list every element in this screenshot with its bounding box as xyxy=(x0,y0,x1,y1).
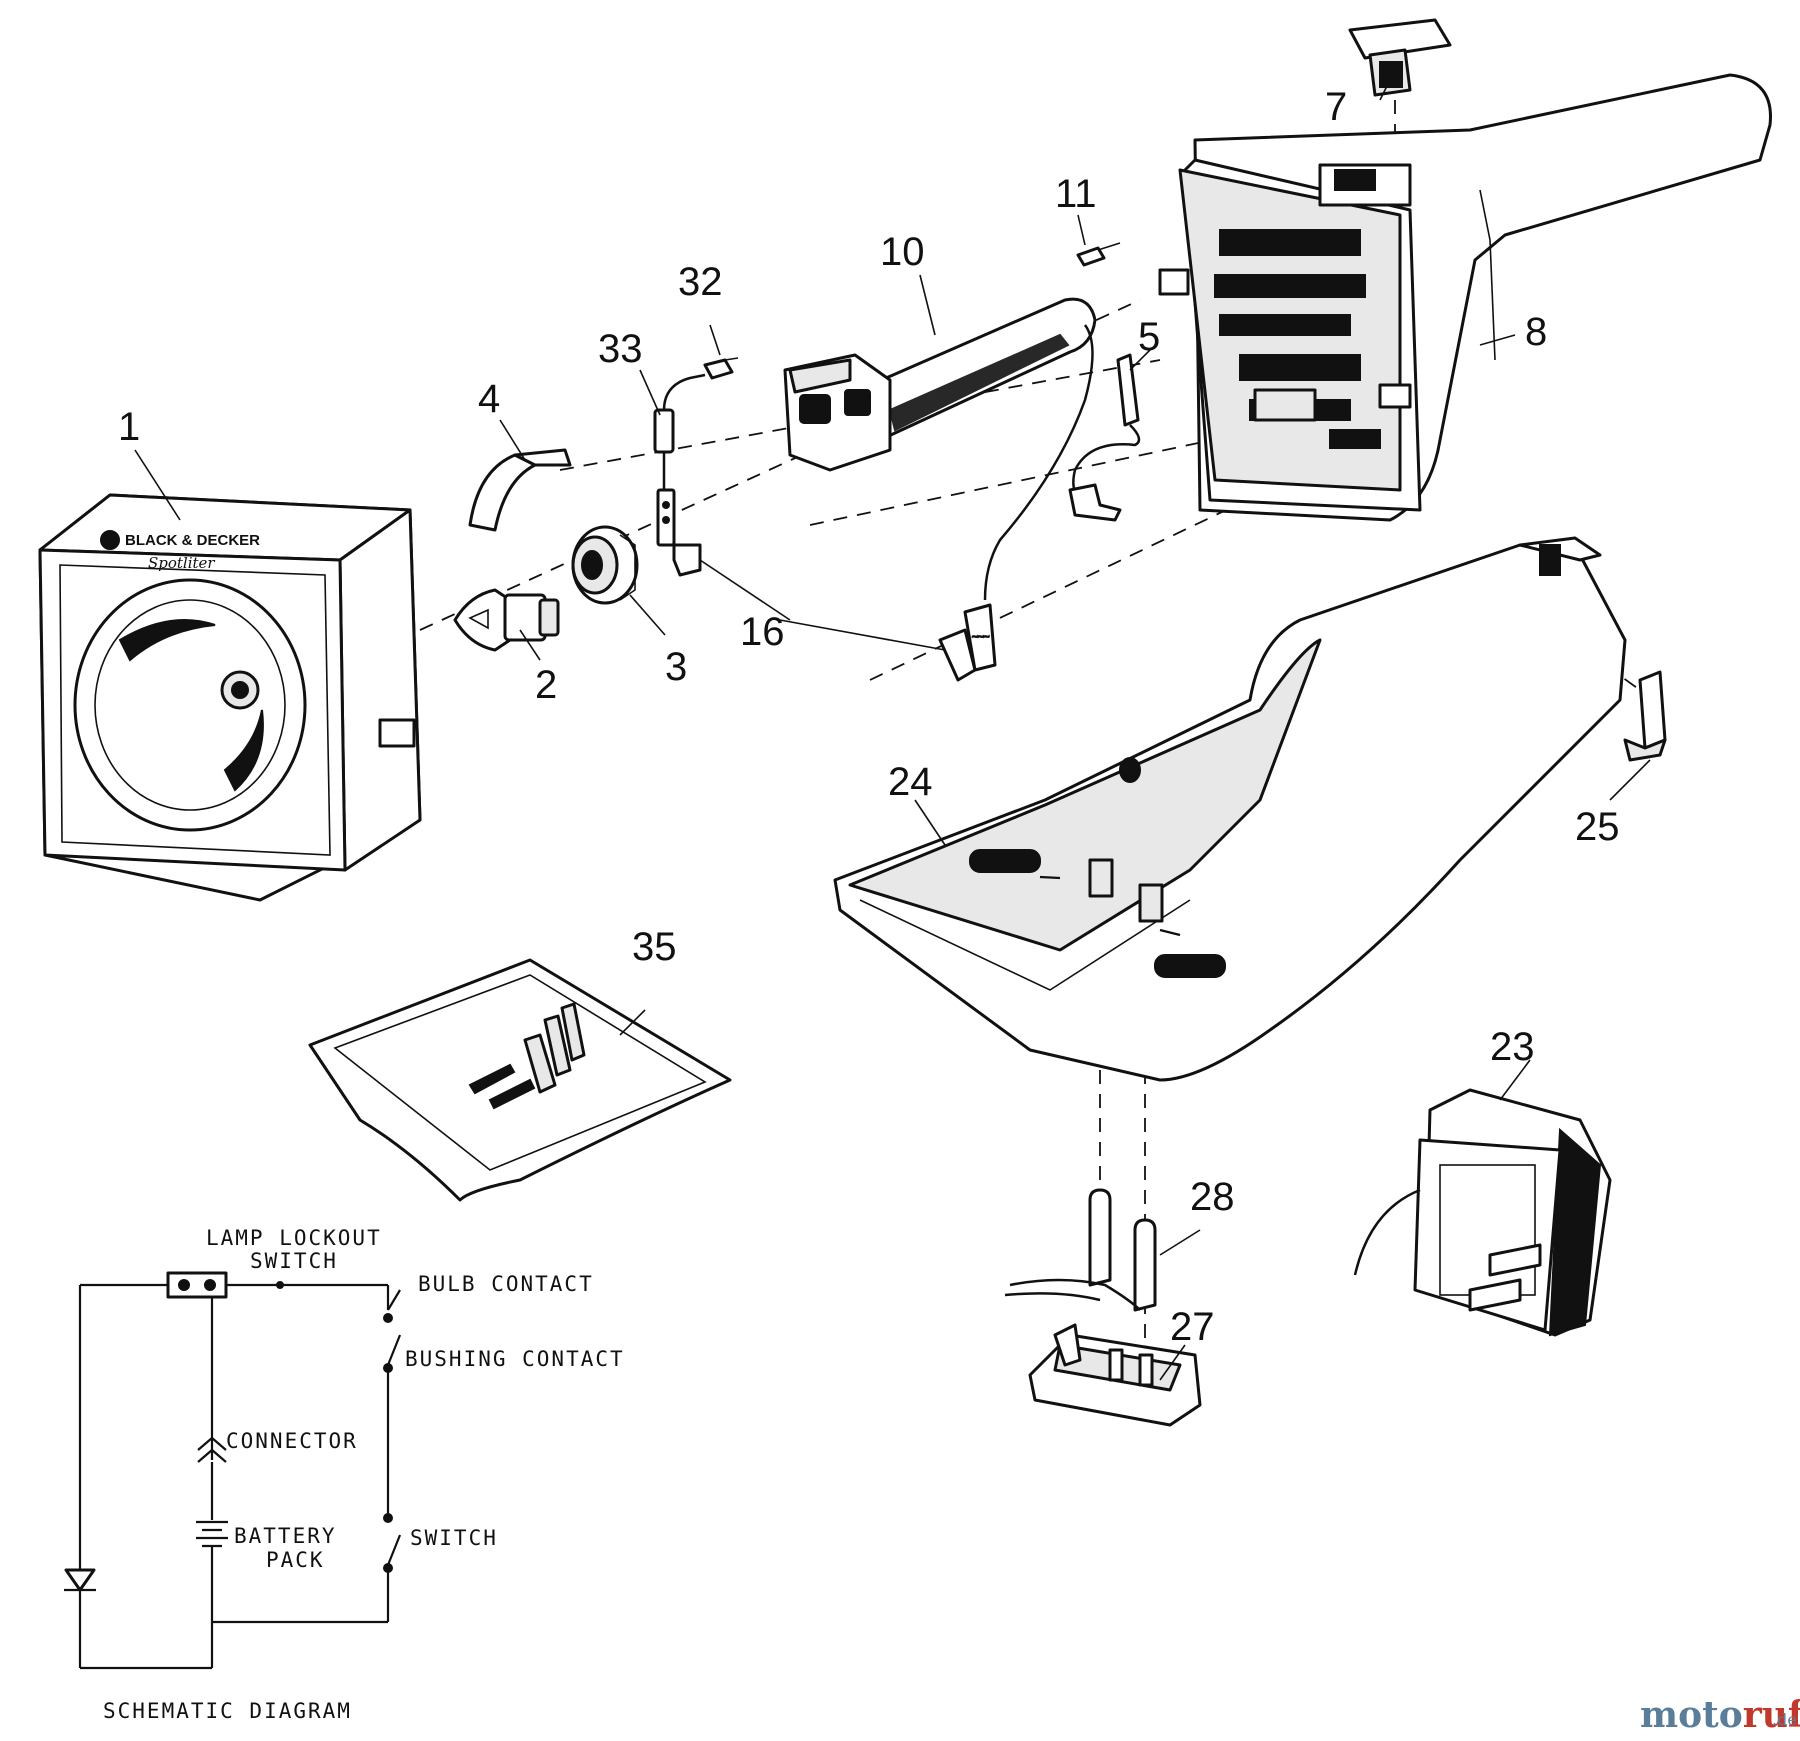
part-5-spring-contact xyxy=(1068,353,1141,522)
callout-32: 32 xyxy=(678,260,723,304)
watermark-suffix: .de xyxy=(1772,1710,1797,1729)
callout-3: 3 xyxy=(665,645,687,689)
part-8-upper-housing xyxy=(1158,73,1772,522)
callout-11: 11 xyxy=(1055,172,1097,216)
callout-16: 16 xyxy=(740,610,785,654)
callout-7: 7 xyxy=(1325,85,1347,129)
part-23-charger xyxy=(1353,1088,1612,1337)
callout-numbers: 1 2 3 4 5 7 8 10 11 16 23 24 25 27 28 32… xyxy=(118,85,1620,1349)
part-24-lower-housing xyxy=(833,536,1627,1082)
part-16-contact-clip: ~~~ xyxy=(938,603,997,682)
part-27-terminal-holder xyxy=(1028,1323,1202,1427)
schematic-connector-label: CONNECTOR xyxy=(226,1429,358,1453)
callout-28: 28 xyxy=(1190,1175,1235,1219)
housing-brand-label: BLACK & DECKER xyxy=(125,532,260,549)
part-28-charge-terminals xyxy=(1004,1188,1157,1312)
part-35-hardware-bag xyxy=(308,958,732,1202)
schematic-bulb-contact-label: BULB CONTACT xyxy=(418,1272,594,1296)
part-3-bushing xyxy=(571,525,639,605)
part-32-terminal xyxy=(703,357,739,380)
callout-27: 27 xyxy=(1170,1305,1215,1349)
part-2-bulb xyxy=(453,588,560,652)
watermark-text-b: ruf xyxy=(1743,1694,1800,1736)
callout-8: 8 xyxy=(1525,310,1547,354)
watermark: motoruf .de xyxy=(1640,1694,1800,1736)
leader-lines xyxy=(134,79,1651,1381)
callout-1: 1 xyxy=(118,405,140,449)
schematic-battery-label: BATTERY xyxy=(234,1524,337,1548)
schematic-switch-label: SWITCH xyxy=(410,1526,498,1550)
schematic-title: SCHEMATIC DIAGRAM xyxy=(103,1699,352,1723)
callout-25: 25 xyxy=(1575,805,1620,849)
callout-10: 10 xyxy=(880,230,925,274)
part-4-contact-strip xyxy=(468,448,572,532)
housing-internal-ribs xyxy=(1214,229,1381,449)
svg-text:~~~: ~~~ xyxy=(972,632,990,643)
schematic-bushing-contact-label: BUSHING CONTACT xyxy=(405,1347,625,1371)
schematic-pack-label: PACK xyxy=(266,1548,325,1572)
callout-33: 33 xyxy=(598,327,643,371)
part-7-switch-button xyxy=(1348,18,1452,97)
callout-23: 23 xyxy=(1490,1025,1535,1069)
watermark-text-a: moto xyxy=(1640,1694,1743,1736)
part-1-lamp-housing: BLACK & DECKER Spotliter xyxy=(38,493,422,902)
watermark-logo: motoruf xyxy=(1640,1694,1800,1736)
schematic-diagram: LAMP LOCKOUT SWITCH BULB CONTACT BUSHING… xyxy=(64,1226,625,1723)
schematic-switch-sub-label: SWITCH xyxy=(250,1249,338,1273)
schematic-lamp-lockout-label: LAMP LOCKOUT xyxy=(206,1226,382,1250)
callout-5: 5 xyxy=(1138,315,1160,359)
part-11-terminal xyxy=(1076,242,1121,267)
callout-2: 2 xyxy=(535,663,557,707)
housing-model-label: Spotliter xyxy=(148,554,215,572)
part-33-lockout-switch xyxy=(653,373,706,577)
part-10-battery-pack xyxy=(783,297,1097,601)
part-25-clip xyxy=(1623,670,1667,762)
callout-24: 24 xyxy=(888,760,933,804)
callout-4: 4 xyxy=(478,377,500,421)
callout-35: 35 xyxy=(632,925,677,969)
